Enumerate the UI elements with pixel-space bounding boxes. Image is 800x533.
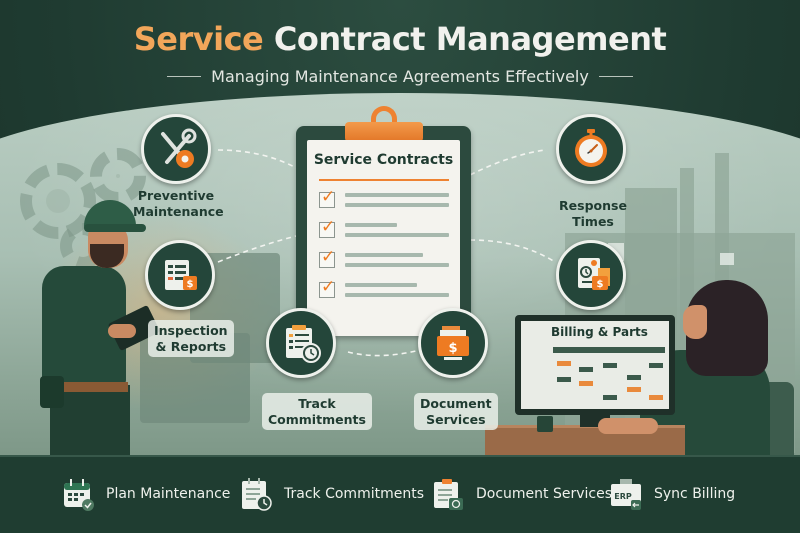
footer-item-document-services: Document Services — [430, 474, 612, 514]
subtitle: Managing Maintenance Agreements Effectiv… — [0, 67, 800, 86]
label-track-commitments: Track Commitments — [262, 393, 372, 431]
report-dollar-icon: $ — [165, 260, 197, 290]
clipboard-clip-icon — [345, 106, 423, 142]
wrench-gear-icon — [161, 128, 197, 168]
checklist-clock-icon — [238, 476, 274, 512]
document-camera-icon — [430, 476, 466, 512]
label-document-services: Document Services — [414, 393, 498, 431]
checklist-item: ✓ — [319, 187, 449, 214]
subtitle-rule-left — [167, 76, 202, 77]
badge-preventive-maintenance — [141, 114, 211, 184]
page-title: Service Contract Management — [0, 20, 800, 58]
subtitle-text: Managing Maintenance Agreements Effectiv… — [211, 67, 589, 86]
svg-text:ERP: ERP — [614, 492, 632, 501]
check-icon: ✓ — [321, 247, 336, 267]
erp-sync-icon: ERP — [608, 476, 644, 512]
badge-billing-parts: $ — [556, 240, 626, 310]
title-rest: Contract Management — [273, 20, 667, 58]
checkbox-checked: ✓ — [319, 247, 336, 268]
mug — [537, 416, 553, 432]
subtitle-rule-right — [598, 76, 633, 77]
footer-label: Document Services — [476, 486, 613, 502]
svg-text:$: $ — [597, 279, 604, 290]
badge-response-times — [556, 114, 626, 184]
label-preventive-maintenance: Preventive Maintenance — [133, 188, 224, 219]
check-icon: ✓ — [321, 187, 336, 207]
invoice-coins-icon: $ — [578, 258, 610, 290]
monitor-screen: Billing & Parts — [521, 321, 669, 409]
footer-label: Sync Billing — [654, 486, 736, 502]
svg-text:$: $ — [448, 341, 457, 356]
footer-item-plan-maintenance: Plan Maintenance — [60, 474, 230, 514]
footer-label: Track Commitments — [284, 486, 424, 502]
billing-monitor: Billing & Parts — [515, 315, 675, 415]
footer-item-sync-billing: ERP Sync Billing — [608, 474, 735, 514]
check-icon: ✓ — [321, 217, 336, 237]
svg-text:$: $ — [187, 279, 194, 290]
technician-illustration — [24, 200, 161, 455]
footer-feature-bar: Plan Maintenance Track Commitments — [0, 455, 800, 533]
service-contracts-card: Service Contracts ✓ ✓ ✓ ✓ — [307, 140, 460, 336]
checklist-item: ✓ — [319, 277, 449, 304]
title-accent: Service — [133, 20, 264, 58]
badge-track-commitments — [266, 308, 336, 378]
check-icon: ✓ — [321, 277, 336, 297]
badge-document-services: $ — [418, 308, 488, 378]
checkbox-checked: ✓ — [319, 217, 336, 238]
checkbox-checked: ✓ — [319, 187, 336, 208]
label-response-times: Response Times — [559, 198, 627, 229]
label-inspection-reports: Inspection & Reports — [148, 320, 234, 358]
checkbox-checked: ✓ — [319, 277, 336, 298]
calendar-check-icon — [60, 476, 96, 512]
footer-item-track-commitments: Track Commitments — [238, 474, 424, 514]
checklist-clock-icon — [286, 325, 321, 363]
clipboard-title: Service Contracts — [313, 152, 454, 168]
stopwatch-icon — [575, 129, 607, 167]
checklist-item: ✓ — [319, 217, 449, 244]
folder-dollar-icon: $ — [437, 326, 469, 360]
monitor-title: Billing & Parts — [551, 325, 648, 339]
footer-label: Plan Maintenance — [106, 486, 231, 502]
badge-inspection-reports: $ — [145, 240, 215, 310]
checklist-item: ✓ — [319, 247, 449, 274]
